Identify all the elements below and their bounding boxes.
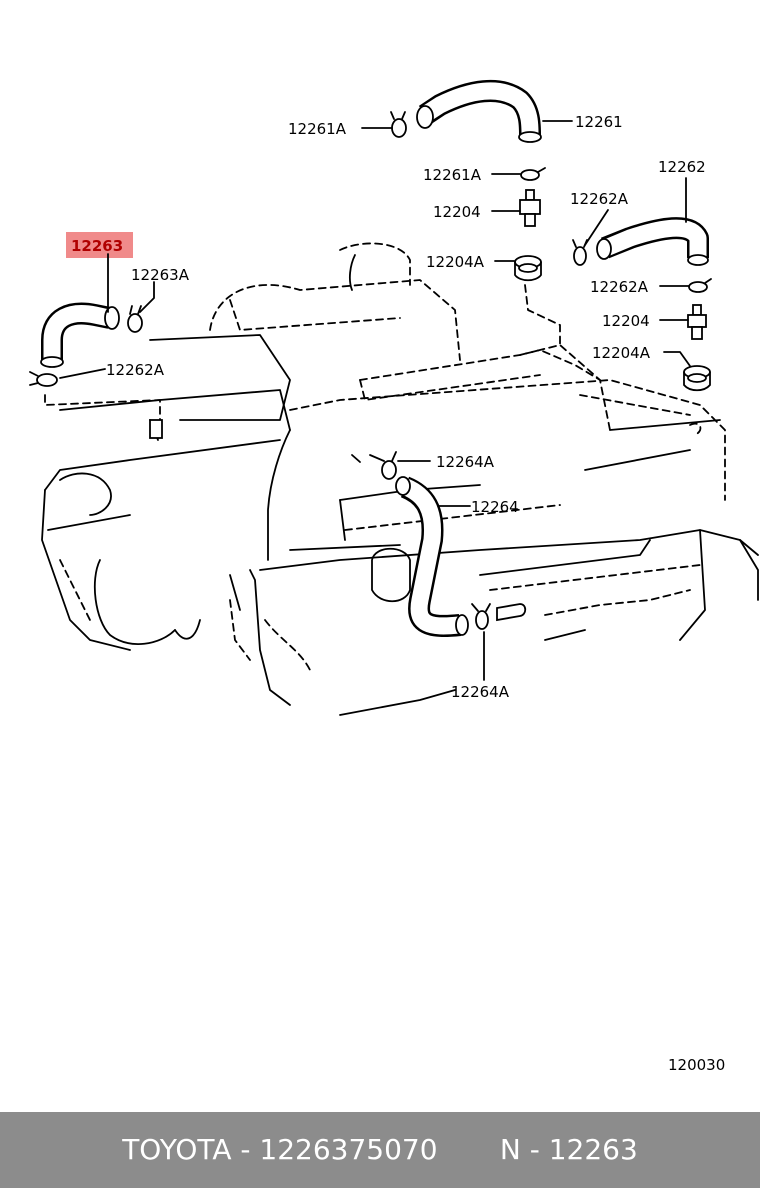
hose-12264[interactable] <box>395 476 469 637</box>
clamp-12264A-top[interactable] <box>351 451 397 480</box>
label-12204A-top[interactable]: 12204A <box>426 253 485 271</box>
grommet-12204A-top[interactable] <box>514 255 542 282</box>
label-12264A-bottom[interactable]: 12264A <box>451 683 510 701</box>
clamp-12261A-left[interactable] <box>390 111 407 138</box>
label-12204-top[interactable]: 12204 <box>433 203 481 221</box>
label-12264A-top[interactable]: 12264A <box>436 453 495 471</box>
leader-lines <box>59 120 691 681</box>
clamp-12262A-right[interactable] <box>688 278 712 293</box>
engine-outline <box>41 242 759 716</box>
clamp-12261A-mid[interactable] <box>520 167 546 181</box>
highlight-12263 <box>66 232 133 258</box>
figure-number: 120030 <box>668 1056 725 1074</box>
label-12262[interactable]: 12262 <box>658 158 706 176</box>
label-12261[interactable]: 12261 <box>575 113 623 131</box>
label-12262A-top[interactable]: 12262A <box>570 190 629 208</box>
footer-bar <box>0 1112 760 1188</box>
part-labels: 12261A 12261 12261A 12204 12204A 12262 1… <box>71 113 725 1074</box>
clamp-12263A[interactable] <box>127 305 143 333</box>
grommet-12204A-right[interactable] <box>683 365 711 392</box>
valve-12204-top[interactable] <box>519 189 541 227</box>
clamp-12262A-left[interactable] <box>29 371 58 387</box>
label-12262A-right[interactable]: 12262A <box>590 278 649 296</box>
clamp-12264A-bottom[interactable] <box>471 603 527 630</box>
label-12263[interactable]: 12263 <box>71 237 123 255</box>
label-12262A-left[interactable]: 12262A <box>106 361 165 379</box>
footer-part-info: TOYOTA - 1226375070 N - 12263 <box>122 1133 638 1166</box>
label-12261A-left[interactable]: 12261A <box>288 120 347 138</box>
engine-hose-diagram: 12261A 12261 12261A 12204 12204A 12262 1… <box>29 79 759 1074</box>
label-12204A-right[interactable]: 12204A <box>592 344 651 362</box>
label-12204-right[interactable]: 12204 <box>602 312 650 330</box>
label-12261A-mid[interactable]: 12261A <box>423 166 482 184</box>
hose-12263[interactable] <box>40 302 120 368</box>
hose-12262[interactable] <box>596 217 709 266</box>
valve-12204-right[interactable] <box>687 304 707 340</box>
label-12264[interactable]: 12264 <box>471 498 519 516</box>
hose-12261[interactable] <box>416 79 542 143</box>
label-12263A[interactable]: 12263A <box>131 266 190 284</box>
